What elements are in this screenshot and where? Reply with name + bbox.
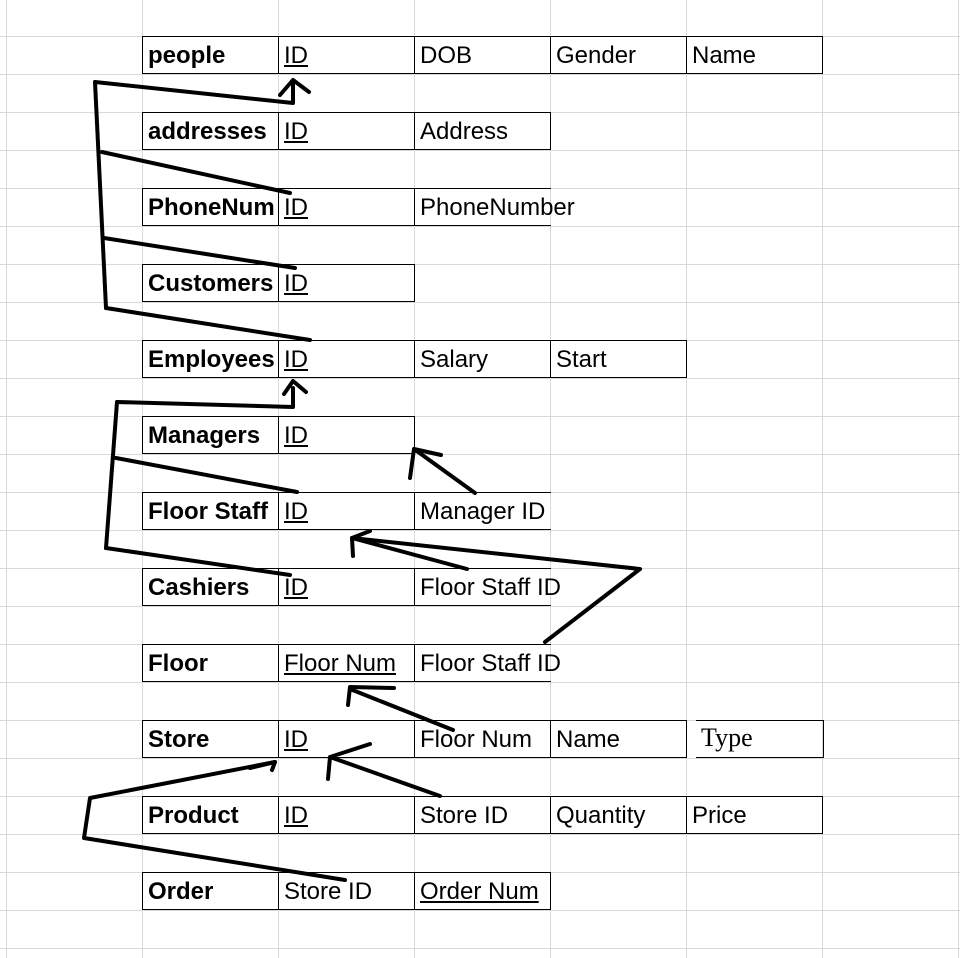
employees-trunk-line [104,400,119,550]
column-product-store-id: Store ID [414,796,551,834]
column-product-id: ID [278,796,415,834]
column-addresses-id: ID [278,112,415,150]
phonenum-link-line [102,236,297,270]
cashier-floor-staff-link-line [350,536,469,571]
manager-id-link-line [412,447,477,495]
column-floor-floor-staff-id: Floor Staff ID [414,644,561,682]
order-store-arrowhead [248,760,277,772]
addresses-link-line [100,150,292,195]
column-store-id: ID [278,720,415,758]
column-people-dob: DOB [414,36,551,74]
table-name-managers: Managers [142,416,279,454]
store-id-arrowhead [326,742,372,781]
table-name-cashiers: Cashiers [142,568,279,606]
column-addresses-address: Address [414,112,551,150]
column-order-order-num: Order Num [414,872,551,910]
table-name-floor: Floor [142,644,279,682]
order-store-link-line [82,760,347,882]
floor-staff-id-link-line [350,536,642,644]
people-trunk-line [93,80,108,310]
table-name-addresses: addresses [142,112,279,150]
column-product-quantity: Quantity [550,796,687,834]
column-product-price: Price [686,796,823,834]
column-employees-start: Start [550,340,687,378]
people-link-line [93,80,295,105]
table-name-employees: Employees [142,340,279,378]
manager-id-arrowhead [408,447,443,480]
people-arrowhead [278,78,311,97]
column-customers-id: ID [278,264,415,302]
column-people-id: ID [278,36,415,74]
floor-num-link-line [348,687,455,732]
column-floor-floor-num: Floor Num [278,644,415,682]
column-floor-staff-manager-id: Manager ID [414,492,551,530]
managers-link-line [114,456,299,494]
customers-link-line [104,306,312,342]
table-name-product: Product [142,796,279,834]
table-name-order: Order [142,872,279,910]
table-name-phonenum: PhoneNum [142,188,279,226]
cashiers-link-line [104,546,292,577]
table-name-customers: Customers [142,264,279,302]
column-phonenum-id: ID [278,188,415,226]
column-floor-staff-id: ID [278,492,415,530]
table-name-store: Store [142,720,279,758]
column-people-name: Name [686,36,823,74]
table-name-floor-staff: Floor Staff [142,492,279,530]
column-people-gender: Gender [550,36,687,74]
floor-staff-arrowhead [350,529,372,558]
column-cashiers-id: ID [278,568,415,606]
floor-num-arrowhead [346,685,396,707]
column-store-name: Name [550,720,687,758]
column-phonenum-phonenumber: PhoneNumber [414,188,575,226]
table-name-people: people [142,36,279,74]
column-store-floor-num: Floor Num [414,720,551,758]
column-managers-id: ID [278,416,415,454]
column-store-type: Type [696,720,824,758]
column-employees-salary: Salary [414,340,551,378]
store-id-link-line [328,755,442,798]
employees-link-line [115,386,295,409]
employees-arrowhead [282,379,308,396]
column-cashiers-floor-staff-id: Floor Staff ID [414,568,561,606]
